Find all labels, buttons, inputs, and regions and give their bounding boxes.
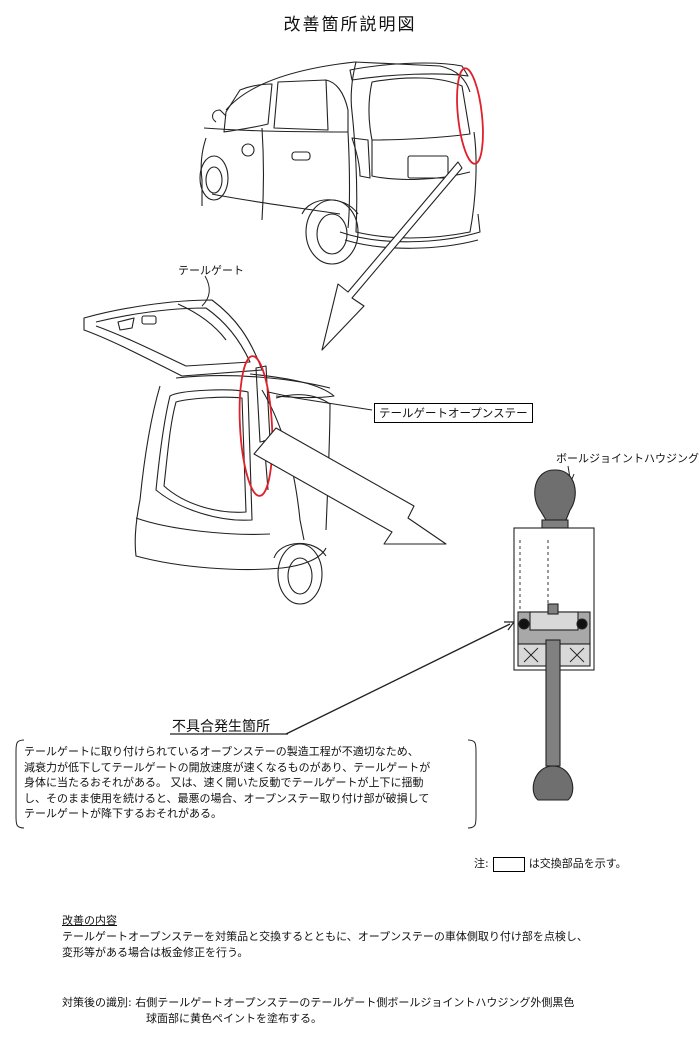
description-line: 身体に当たるおそれがある。 又は、速く開いた反動でテールゲートが上下に揺動 xyxy=(24,776,424,790)
identification-line: 球面部に黄色ペイントを塗布する。 xyxy=(146,1012,322,1025)
improvement-heading: 改善の内容 xyxy=(62,914,117,927)
replacement-part-box xyxy=(492,856,525,872)
description-line: テールゲートが降下するおそれがある。 xyxy=(24,807,222,821)
improvement-line: テールゲートオープンステーを対策品と交換するとともに、オープンステーの車体側取り… xyxy=(62,930,588,943)
car-rear-view xyxy=(199,61,481,265)
label-open-stay: テールゲートオープンステー xyxy=(374,403,533,423)
defect-description: テールゲートに取り付けられているオープンステーの製造工程が不適切なため、 減衰力… xyxy=(24,744,474,822)
label-tailgate: テールゲート xyxy=(178,264,244,277)
description-line: し、そのまま使用を続けると、最悪の場合、オープンステー取り付け部が破損して xyxy=(24,791,430,805)
page-title: 改善箇所説明図 xyxy=(283,15,417,35)
highlight-ellipse-top xyxy=(456,67,484,165)
description-line: 減衰力が低下してテールゲートの開放速度が速くなるものがあり、テールゲートが xyxy=(24,760,431,774)
leader-tailgate xyxy=(201,275,210,307)
pointer-arrow-2 xyxy=(253,427,447,545)
legend-note: 注: は交換部品を示す。 xyxy=(474,855,627,872)
leader-defect xyxy=(285,623,511,735)
note-suffix: は交換部品を示す。 xyxy=(528,857,627,870)
leader-open-stay xyxy=(267,391,373,411)
identification-label: 対策後の識別: xyxy=(62,996,132,1009)
identification-line: 右側テールゲートオープンステーのテールゲート側ボールジョイントハウジング外側黒色 xyxy=(135,996,575,1009)
improvement-line: 変形等がある場合は板金修正を行う。 xyxy=(62,946,249,959)
label-ball-joint-housing: ボールジョイントハウジング xyxy=(556,452,699,465)
description-bracket xyxy=(15,739,477,829)
description-line: テールゲートに取り付けられているオープンステーの製造工程が不適切なため、 xyxy=(24,745,419,758)
pointer-arrow-1 xyxy=(321,161,463,351)
label-defect-location: 不具合発生箇所 xyxy=(172,719,270,735)
note-prefix: 注: xyxy=(474,857,489,870)
improvement-section: 改善の内容 テールゲートオープンステーを対策品と交換するとともに、オープンステー… xyxy=(62,913,588,961)
identification-section: 対策後の識別: 右側テールゲートオープンステーのテールゲート側ボールジョイントハ… xyxy=(62,995,574,1027)
stay-cross-section xyxy=(513,469,595,801)
highlight-ellipse-bottom xyxy=(238,355,274,497)
